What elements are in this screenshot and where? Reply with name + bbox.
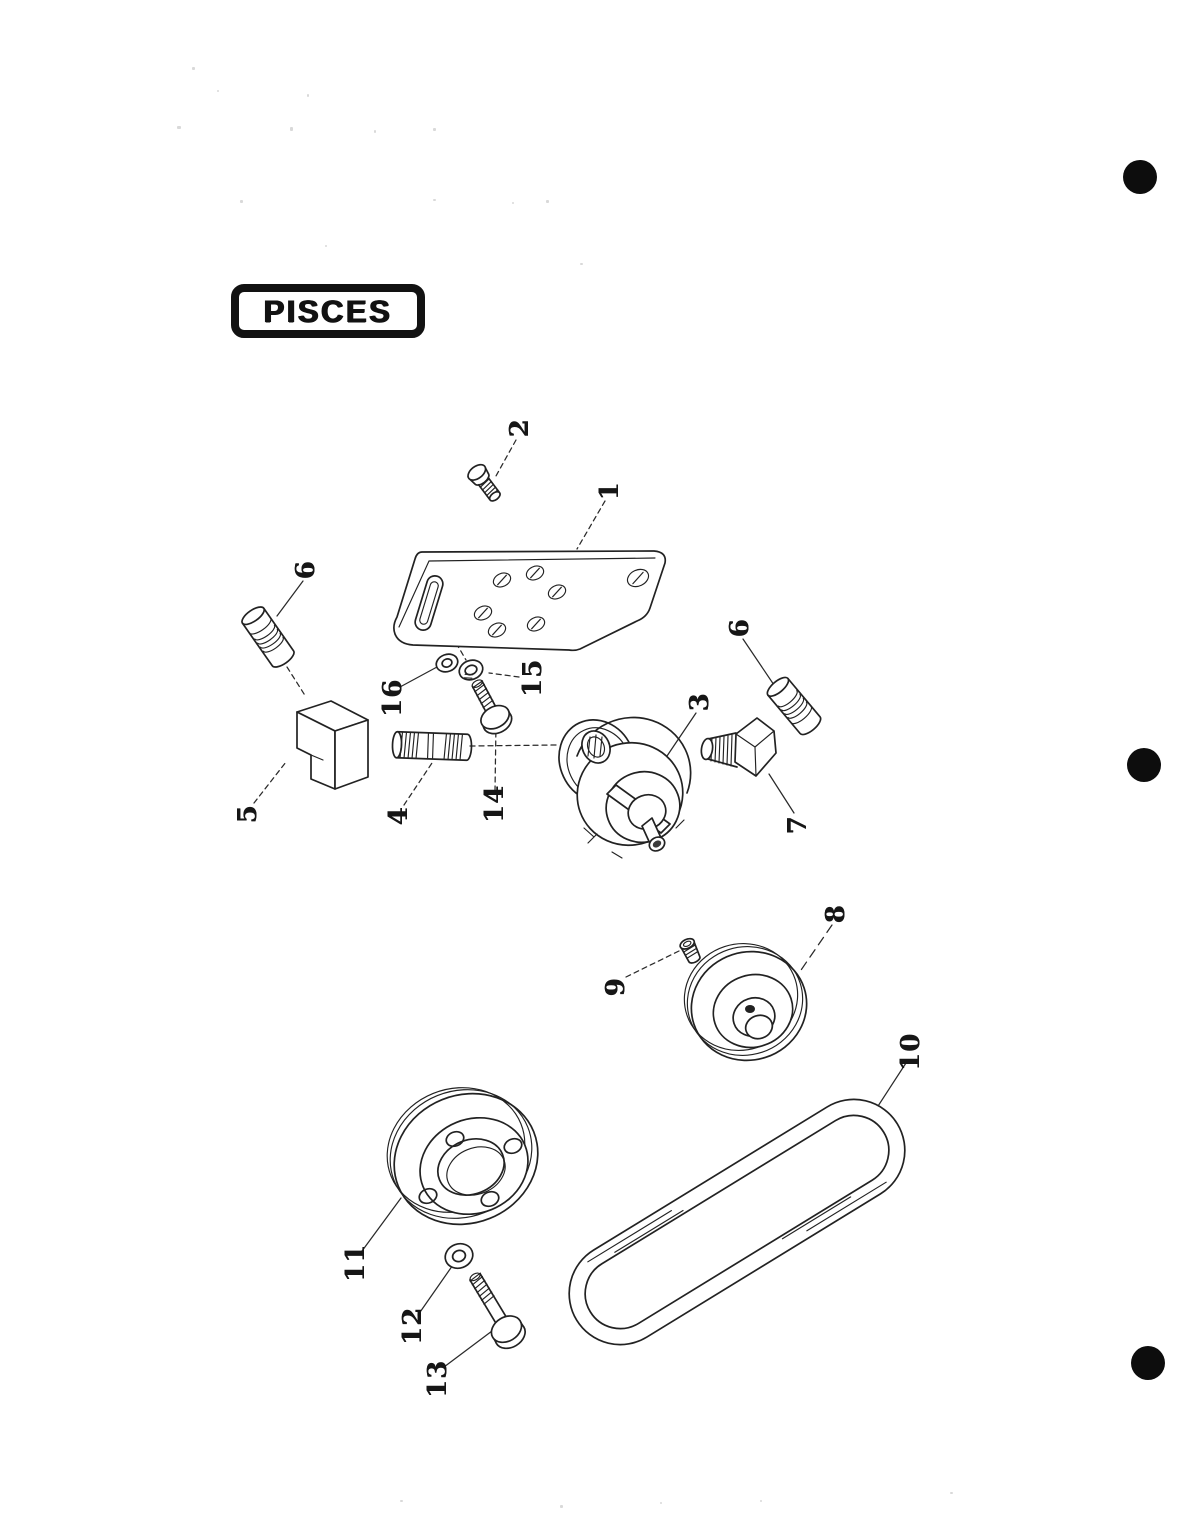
part-callout-7: 7 — [783, 815, 813, 835]
hose-fitting-left — [241, 606, 295, 668]
leader-lines — [253, 439, 907, 1368]
pipe-nipple — [391, 730, 473, 762]
scan-speck — [307, 94, 309, 97]
scan-speck — [433, 199, 436, 201]
flat-washer-16 — [435, 653, 459, 673]
elbow-block — [296, 700, 369, 790]
scan-speck — [580, 263, 583, 265]
lock-washer-15 — [458, 659, 484, 681]
part-callout-5: 5 — [233, 804, 263, 824]
cap-screw — [467, 463, 501, 502]
part-callout-15: 15 — [518, 658, 548, 698]
scan-speck — [660, 1502, 662, 1504]
pump-body — [558, 716, 692, 859]
part-callout-4: 4 — [384, 806, 414, 826]
pisces-logo-text: PISCES — [263, 293, 393, 329]
mounting-plate — [393, 550, 667, 652]
set-screw — [679, 937, 701, 964]
part-callout-9: 9 — [601, 977, 631, 997]
part-callout-6b: 6 — [725, 618, 755, 638]
scan-speck — [433, 128, 436, 131]
crank-pulley — [386, 1087, 539, 1226]
hex-bolt-13 — [469, 1272, 526, 1350]
pisces-logo: PISCES — [231, 284, 425, 338]
hose-fitting-right — [766, 676, 822, 736]
part-callout-12: 12 — [398, 1306, 428, 1346]
binder-hole-mark — [1127, 748, 1161, 782]
elbow-fitting — [700, 717, 777, 777]
scan-speck — [217, 90, 219, 92]
scan-speck — [950, 1492, 953, 1494]
part-callout-10: 10 — [896, 1032, 926, 1072]
part-callout-11: 11 — [341, 1243, 371, 1283]
scan-speck — [400, 1500, 403, 1502]
part-callout-3: 3 — [685, 692, 715, 712]
part-callout-6a: 6 — [291, 560, 321, 580]
scan-speck — [192, 67, 195, 70]
binder-hole-mark — [1131, 1346, 1165, 1380]
part-callout-13: 13 — [423, 1359, 453, 1399]
scan-speck — [760, 1500, 762, 1502]
part-callout-14: 14 — [480, 784, 510, 824]
scan-speck — [177, 126, 181, 129]
hex-bolt-14 — [471, 679, 513, 735]
scan-speck — [290, 127, 293, 131]
scan-speck — [546, 200, 549, 203]
part-callout-1: 1 — [595, 481, 625, 501]
flat-washer-12 — [444, 1242, 474, 1270]
drive-pulley — [683, 943, 808, 1062]
part-callout-2: 2 — [505, 418, 535, 438]
scan-speck — [512, 202, 514, 204]
scan-speck — [240, 200, 243, 203]
binder-hole-mark — [1123, 160, 1157, 194]
plate-holes — [473, 565, 650, 638]
part-callout-16: 16 — [378, 678, 408, 718]
part-callout-8: 8 — [821, 904, 851, 924]
v-belt — [568, 1098, 906, 1346]
scan-speck — [325, 245, 327, 247]
scan-speck — [560, 1505, 563, 1508]
scan-speck — [374, 130, 376, 133]
